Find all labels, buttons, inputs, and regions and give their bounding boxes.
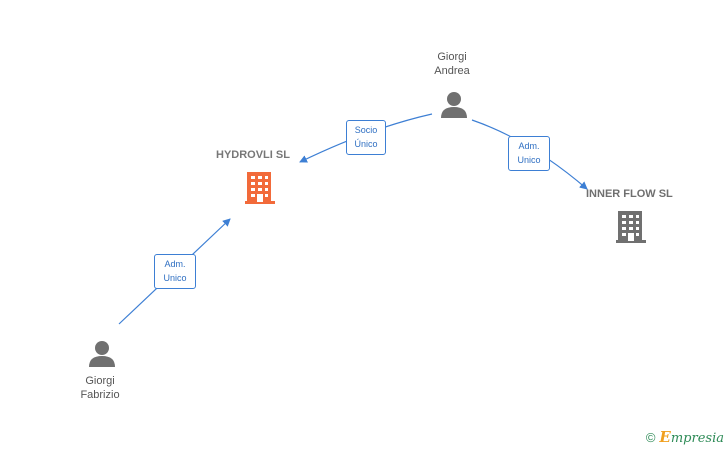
- brand-initial: E: [659, 428, 671, 446]
- relation-label-socio-unico[interactable]: Socio Único: [346, 120, 386, 155]
- relation-label-adm-unico-hydrovli[interactable]: Adm. Unico: [154, 254, 196, 289]
- person-andrea-line1: Giorgi: [437, 51, 467, 63]
- copyright-icon: ©: [645, 430, 656, 445]
- relation-line1: Adm.: [518, 141, 540, 151]
- person-icon[interactable]: [89, 341, 115, 367]
- relation-line2: Unico: [517, 155, 541, 165]
- relation-line1: Adm.: [164, 259, 186, 269]
- person-fabrizio-line2: Fabrizio: [80, 389, 120, 401]
- building-icon[interactable]: [245, 172, 275, 204]
- relation-label-adm-unico-innerflow[interactable]: Adm. Unico: [508, 136, 550, 171]
- brand-watermark: ©Empresia: [646, 428, 724, 446]
- relation-line1: Socio: [354, 125, 378, 135]
- person-fabrizio-line1: Giorgi: [85, 375, 115, 387]
- person-andrea-line2: Andrea: [434, 65, 470, 77]
- person-label-fabrizio[interactable]: Giorgi Fabrizio: [72, 374, 128, 402]
- person-icon[interactable]: [441, 92, 467, 118]
- person-label-andrea[interactable]: Giorgi Andrea: [426, 50, 478, 78]
- building-icon[interactable]: [616, 211, 646, 243]
- brand-name: mpresia: [670, 431, 724, 446]
- company-label-hydrovli[interactable]: HYDROVLI SL: [216, 149, 290, 161]
- company-label-innerflow[interactable]: INNER FLOW SL: [586, 188, 673, 200]
- relation-line2: Unico: [163, 273, 187, 283]
- relation-line2: Único: [354, 139, 378, 149]
